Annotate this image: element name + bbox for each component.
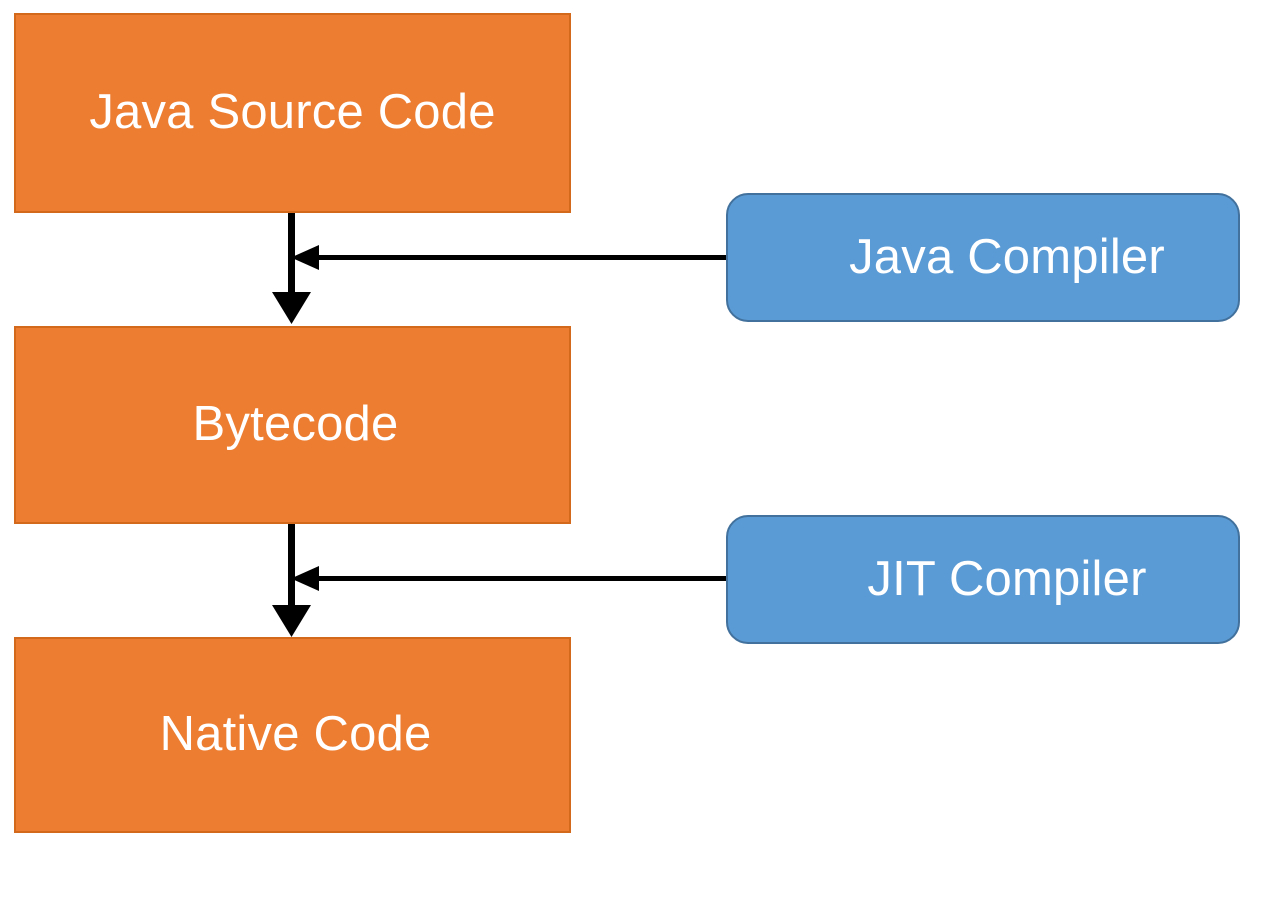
edge-java-compiler-to-bytecode	[291, 245, 726, 270]
node-jit-compiler-label: JIT Compiler	[867, 551, 1147, 606]
node-jit-compiler[interactable]: JIT Compiler	[726, 515, 1240, 644]
edge-bytecode-to-native	[272, 524, 311, 637]
node-java-compiler[interactable]: Java Compiler	[726, 193, 1240, 322]
node-bytecode-label: Bytecode	[192, 397, 399, 452]
node-java-compiler-label: Java Compiler	[849, 229, 1165, 284]
node-native-code[interactable]: Native Code	[14, 637, 571, 833]
edge-source-to-bytecode	[272, 213, 311, 324]
node-java-source-code-label: Java Source Code	[89, 85, 496, 140]
node-native-code-label: Native Code	[159, 707, 432, 762]
edge-jit-compiler-to-native	[291, 566, 726, 591]
node-java-source-code[interactable]: Java Source Code	[14, 13, 571, 213]
node-bytecode[interactable]: Bytecode	[14, 326, 571, 524]
